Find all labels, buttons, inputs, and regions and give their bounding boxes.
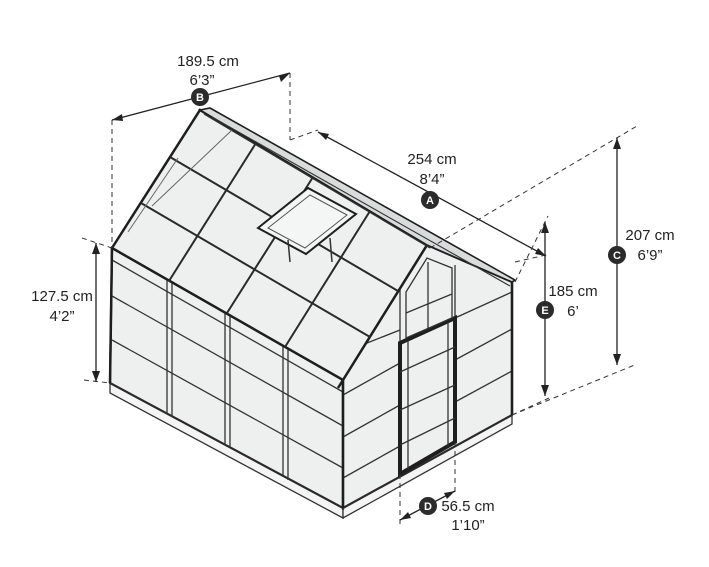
dim-e-metric: 185 cm — [548, 283, 597, 300]
dim-b-imperial: 6’3” — [189, 72, 214, 89]
badge-a: A — [421, 191, 439, 209]
dim-a-metric: 254 cm — [407, 151, 456, 168]
gable-window — [405, 257, 453, 339]
badge-b: B — [191, 88, 209, 106]
badge-b-label: B — [196, 92, 204, 104]
badge-a-label: A — [426, 195, 434, 207]
badge-d: D — [419, 497, 437, 515]
badge-e: E — [536, 301, 554, 319]
dim-e-imperial: 6’ — [567, 303, 579, 320]
roof-back-strip — [197, 107, 517, 283]
side-wall-panels — [111, 259, 344, 480]
dim-side-imperial: 4’2” — [49, 308, 74, 325]
badge-d-label: D — [424, 501, 432, 513]
badge-c-label: C — [613, 250, 621, 262]
dim-c-metric: 207 cm — [625, 227, 674, 244]
dim-b-metric: 189.5 cm — [177, 53, 239, 70]
door-panels — [399, 322, 456, 470]
dim-a-imperial: 8’4” — [419, 171, 444, 188]
dim-d-metric: 56.5 cm — [441, 498, 494, 515]
dim-c-imperial: 6’9” — [637, 247, 662, 264]
badge-e-label: E — [541, 305, 548, 317]
dimension-labels: 189.5 cm 6’3” 254 cm 8’4” 207 cm 6’9” 18… — [31, 53, 674, 534]
roof-vent-lid — [256, 186, 358, 256]
dim-side-metric: 127.5 cm — [31, 288, 93, 305]
greenhouse-illustration — [108, 107, 517, 520]
dim-d-imperial: 1’10” — [451, 517, 484, 534]
frame-lines — [108, 247, 514, 508]
badge-c: C — [608, 246, 626, 264]
